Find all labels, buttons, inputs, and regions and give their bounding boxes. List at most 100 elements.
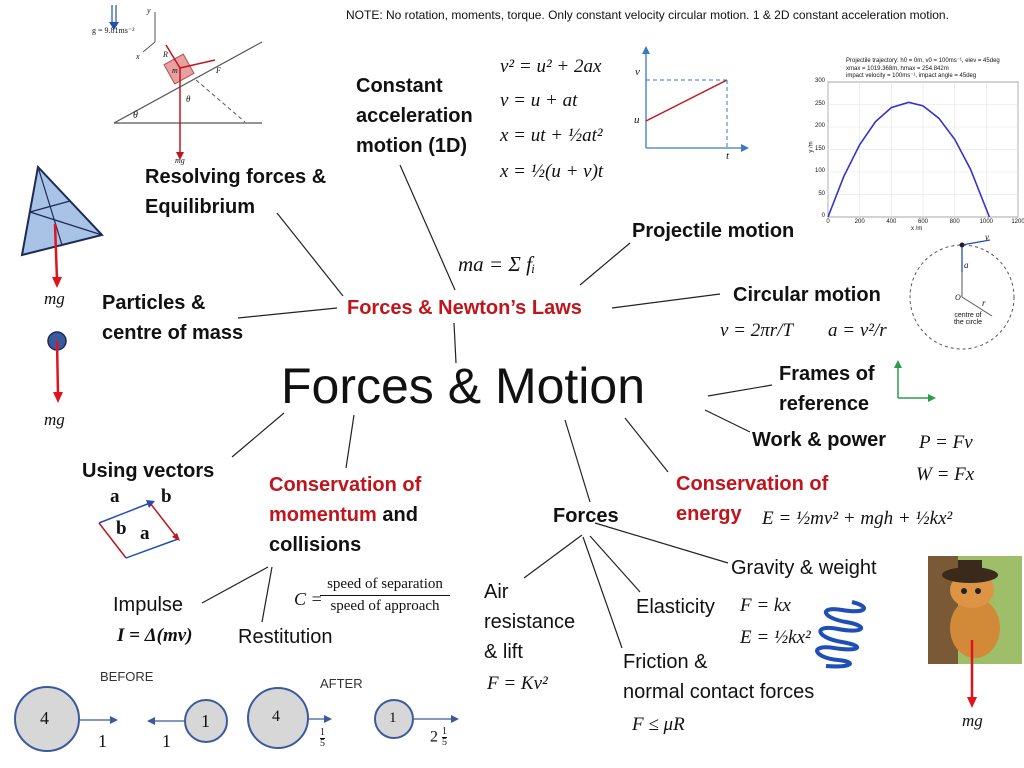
- circle-centre-label: centre of the circle: [953, 312, 982, 326]
- topic-gravity-weight: Gravity & weight: [731, 557, 877, 579]
- work-eq: W = Fx: [916, 464, 975, 485]
- projectile-chart-xlabel: x /m: [911, 226, 923, 232]
- before-label: BEFORE: [100, 669, 154, 684]
- energy-eq: E = ½mv² + mgh + ½kx²: [762, 508, 953, 529]
- vt-axis-t: t: [726, 150, 730, 162]
- cat-picture: [928, 556, 1022, 708]
- scope-note: NOTE: No rotation, moments, torque. Only…: [346, 8, 949, 22]
- projectile-chart-title: Projectile trajectory: h0 = 0m, v0 = 100…: [846, 58, 1000, 79]
- kinematics-eq-1: v² = u² + 2ax: [500, 56, 602, 77]
- restitution-numerator: speed of separation: [320, 576, 450, 596]
- velocity-time-graph: [642, 46, 749, 152]
- y-tick-label: 250: [814, 100, 825, 107]
- vt-axis-u: u: [634, 114, 640, 126]
- topic-circular-motion: Circular motion: [733, 284, 881, 306]
- incline-theta-label-upper: θ: [186, 94, 191, 104]
- incline-x-label: x: [136, 52, 140, 61]
- incline-y-label: y: [147, 6, 151, 15]
- incline-r-label: R: [163, 50, 168, 59]
- topic-constant-acceleration: Constant acceleration motion (1D): [356, 75, 473, 157]
- speed-after-right: 2 1 5: [430, 726, 447, 748]
- ball-mass-after-left: 4: [272, 708, 280, 725]
- restitution-denominator: speed of approach: [330, 598, 440, 614]
- centripetal-acceleration-eq: a = v²/r: [828, 320, 887, 341]
- incline-f-label: F: [216, 66, 221, 75]
- particle-icon: [47, 331, 67, 403]
- speed-before-left: 1: [98, 731, 107, 751]
- incline-theta-label: θ: [133, 110, 138, 121]
- x-tick-label: 800: [949, 219, 960, 225]
- circle-o-label: O: [955, 293, 961, 302]
- incline-m-label: m: [172, 66, 178, 75]
- kinematics-eq-2: v = u + at: [500, 90, 578, 111]
- topic-air-resistance: Air resistance & lift: [484, 581, 576, 663]
- particle-mg-label-top: mg: [44, 289, 65, 308]
- kinematics-eq-4: x = ½(u + v)t: [500, 161, 604, 182]
- y-tick-label: 100: [814, 168, 825, 174]
- vector-a-top-label: a: [110, 486, 120, 507]
- ball-mass-after-right: 1: [389, 710, 397, 726]
- vector-parallelogram: [98, 500, 180, 559]
- y-tick-label: 150: [814, 145, 825, 152]
- vt-axis-v: v: [635, 66, 640, 78]
- topic-elasticity: Elasticity: [636, 596, 715, 618]
- hooke-force-eq: F = kx: [740, 595, 791, 616]
- y-tick-label: 0: [821, 213, 825, 219]
- y-tick-label: 300: [814, 78, 825, 84]
- ball-mass-before-right: 1: [201, 711, 210, 731]
- restitution-fraction: speed of separation speed of approach: [320, 576, 450, 615]
- x-tick-label: 400: [886, 219, 897, 225]
- triangle-lamina-icon: [20, 164, 104, 288]
- ball-mass-before-left: 4: [40, 708, 49, 728]
- topic-work-power: Work & power: [752, 429, 887, 451]
- topic-frames-of-reference: Frames of reference: [779, 363, 875, 415]
- x-tick-label: 600: [917, 219, 928, 225]
- x-tick-label: 1200: [1011, 219, 1024, 225]
- x-tick-label: 0: [826, 219, 830, 225]
- topic-conservation-of-momentum: Conservation of momentum and collisions: [269, 474, 422, 556]
- vector-a-bottom-label: a: [140, 523, 150, 544]
- topic-forces: Forces: [553, 505, 619, 527]
- reference-axes-icon: [894, 360, 936, 402]
- topic-using-vectors: Using vectors: [82, 460, 215, 482]
- collision-diagram: [14, 686, 459, 752]
- topic-projectile-motion: Projectile motion: [632, 220, 795, 242]
- topic-friction: Friction & normal contact forces: [623, 651, 815, 703]
- incline-mg-label: mg: [175, 156, 185, 165]
- topic-conservation-of-energy: Conservation of energy: [676, 473, 829, 525]
- projectile-chart: [827, 81, 1019, 218]
- speed-after-left: 1 5: [320, 727, 325, 749]
- particle-mg-label-bottom: mg: [44, 410, 65, 429]
- after-label: AFTER: [320, 676, 363, 691]
- circle-a-label: a: [964, 260, 969, 270]
- vector-b-left-label: b: [116, 518, 127, 539]
- topic-forces-newtons-laws: Forces & Newton’s Laws: [347, 297, 582, 319]
- restitution-c-label: C =: [294, 589, 323, 609]
- power-eq: P = Fv: [919, 432, 973, 453]
- y-tick-label: 50: [818, 190, 825, 197]
- topic-resolving-forces: Resolving forces & Equilibrium: [145, 166, 327, 218]
- impulse-eq: I = Δ(mv): [117, 625, 193, 646]
- cat-mg-label: mg: [962, 711, 983, 730]
- x-tick-label: 200: [854, 219, 865, 225]
- friction-eq: F ≤ μR: [632, 714, 685, 735]
- kinematics-eq-3: x = ut + ½at²: [500, 125, 603, 146]
- air-resistance-eq: F = Kv²: [487, 673, 548, 694]
- topic-impulse: Impulse: [113, 594, 184, 616]
- page-title: Forces & Motion: [281, 358, 646, 414]
- circular-motion-diagram: [909, 239, 1015, 350]
- speed-before-right: 1: [162, 731, 171, 751]
- newtons-second-law-eq: ma = Σ fᵢ: [458, 252, 536, 276]
- vector-b-top-label: b: [161, 486, 172, 507]
- y-tick-label: 200: [814, 123, 825, 129]
- circle-v-label: v: [985, 232, 989, 242]
- circle-r-label: r: [982, 298, 986, 308]
- x-tick-label: 1000: [979, 219, 993, 225]
- g-value-label: g = 9.81ms⁻²: [92, 26, 135, 35]
- incline-diagram: [109, 5, 263, 160]
- trajectory-series-line: [827, 101, 991, 218]
- circular-velocity-eq: v = 2πr/T: [720, 320, 794, 341]
- elastic-energy-eq: E = ½kx²: [740, 627, 811, 648]
- topic-particles: Particles & centre of mass: [102, 292, 244, 344]
